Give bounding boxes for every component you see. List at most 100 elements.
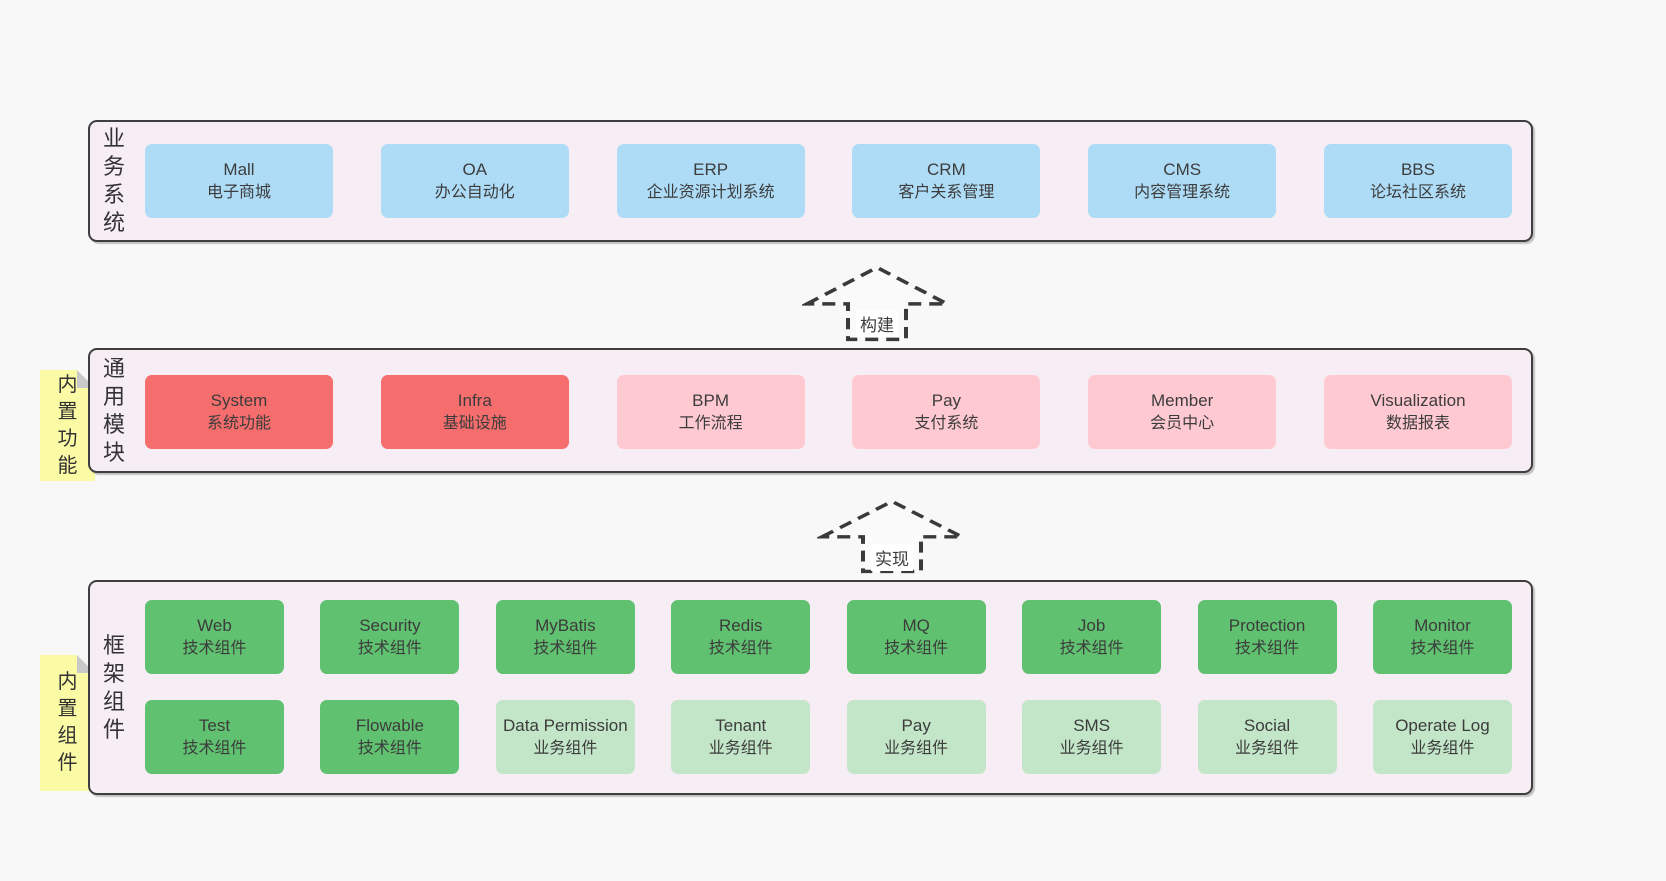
- box-subtitle: 工作流程: [678, 414, 743, 432]
- box-subtitle: 技术组件: [884, 639, 949, 657]
- box-web: Web 技术组件: [145, 600, 284, 674]
- box-job: Job 技术组件: [1022, 600, 1162, 674]
- box-title: Tenant: [715, 715, 767, 735]
- band-common-modules: 通用模块 System 系统功能 Infra 基础设施 BPM 工作流程 Pay…: [88, 348, 1533, 473]
- box-title: MyBatis: [535, 615, 596, 635]
- box-title: Infra: [457, 390, 492, 410]
- box-title: Social: [1243, 715, 1291, 735]
- box-sms: SMS 业务组件: [1022, 700, 1162, 774]
- framework-components-row-1: Web 技术组件 Security 技术组件 MyBatis 技术组件 Redi…: [145, 600, 1512, 674]
- box-title: Operate Log: [1395, 715, 1490, 735]
- box-subtitle: 业务组件: [1410, 739, 1475, 757]
- arrow-label-build: 构建: [856, 310, 898, 337]
- box-tenant: Tenant 业务组件: [671, 700, 811, 774]
- box-subtitle: 业务组件: [1059, 739, 1124, 757]
- dashed-up-arrow-icon: [817, 499, 967, 574]
- box-erp: ERP 企业资源计划系统: [616, 144, 805, 218]
- dashed-up-arrow-icon: [802, 265, 952, 342]
- band-business-systems: 业务系统 Mall 电子商城 OA 办公自动化 ERP 企业资源计划系统 CRM…: [88, 120, 1533, 242]
- box-title: OA: [462, 159, 488, 179]
- box-title: MQ: [902, 615, 930, 635]
- box-title: Flowable: [355, 715, 424, 735]
- box-mall: Mall 电子商城: [145, 144, 333, 218]
- box-title: System: [210, 390, 268, 410]
- band-label-framework-components: 框架组件: [102, 632, 125, 742]
- box-system: System 系统功能: [145, 375, 333, 449]
- box-bbs: BBS 论坛社区系统: [1323, 144, 1512, 218]
- box-test: Test 技术组件: [145, 700, 284, 774]
- arrow-label-implement: 实现: [871, 544, 913, 571]
- box-subtitle: 业务组件: [1235, 739, 1300, 757]
- box-subtitle: 技术组件: [1235, 639, 1300, 657]
- box-title: Web: [197, 615, 232, 635]
- sticky-note-label: 内置组件: [57, 671, 78, 774]
- box-member: Member 会员中心: [1088, 375, 1277, 449]
- band-label-common-modules: 通用模块: [102, 355, 125, 465]
- box-crm: CRM 客户关系管理: [852, 144, 1041, 218]
- box-monitor: Monitor 技术组件: [1372, 600, 1512, 674]
- arrow-implement: 实现: [817, 498, 967, 574]
- box-title: Monitor: [1414, 615, 1471, 635]
- box-security: Security 技术组件: [320, 600, 460, 674]
- box-title: Pay: [901, 715, 931, 735]
- sticky-note-label: 内置功能: [57, 373, 78, 477]
- box-subtitle: 技术组件: [533, 639, 598, 657]
- box-data-permission: Data Permission 业务组件: [495, 700, 635, 774]
- box-social: Social 业务组件: [1197, 700, 1337, 774]
- box-subtitle: 技术组件: [1059, 639, 1124, 657]
- box-title: ERP: [693, 159, 729, 179]
- business-systems-row: Mall 电子商城 OA 办公自动化 ERP 企业资源计划系统 CRM 客户关系…: [145, 144, 1512, 218]
- box-redis: Redis 技术组件: [671, 600, 811, 674]
- box-subtitle: 内容管理系统: [1134, 183, 1231, 201]
- box-subtitle: 技术组件: [182, 739, 247, 757]
- box-title: Redis: [719, 615, 763, 635]
- box-title: Data Permission: [502, 715, 628, 735]
- box-cms: CMS 内容管理系统: [1088, 144, 1277, 218]
- box-mybatis: MyBatis 技术组件: [495, 600, 635, 674]
- box-title: Protection: [1228, 615, 1306, 635]
- box-title: Mall: [223, 159, 255, 179]
- box-title: Test: [198, 715, 231, 735]
- box-operate-log: Operate Log 业务组件: [1372, 700, 1512, 774]
- box-infra: Infra 基础设施: [380, 375, 569, 449]
- box-subtitle: 基础设施: [442, 414, 507, 432]
- sticky-note-built-in-features: 内置功能: [40, 370, 95, 481]
- box-subtitle: 技术组件: [357, 639, 422, 657]
- box-subtitle: 企业资源计划系统: [646, 183, 775, 201]
- box-title: Job: [1077, 615, 1106, 635]
- box-subtitle: 业务组件: [884, 739, 949, 757]
- box-protection: Protection 技术组件: [1197, 600, 1337, 674]
- box-title: Security: [359, 615, 421, 635]
- box-mq: MQ 技术组件: [846, 600, 986, 674]
- band-framework-components: 框架组件 Web 技术组件 Security 技术组件 MyBatis 技术组件…: [88, 580, 1533, 795]
- box-title: SMS: [1073, 715, 1111, 735]
- common-modules-row: System 系统功能 Infra 基础设施 BPM 工作流程 Pay 支付系统…: [145, 375, 1512, 449]
- box-subtitle: 业务组件: [708, 739, 773, 757]
- band-label-business-systems: 业务系统: [102, 126, 125, 235]
- framework-components-row-2: Test 技术组件 Flowable 技术组件 Data Permission …: [145, 700, 1512, 774]
- box-subtitle: 技术组件: [1410, 639, 1475, 657]
- box-subtitle: 数据报表: [1385, 414, 1450, 432]
- box-subtitle: 系统功能: [206, 414, 271, 432]
- box-subtitle: 会员中心: [1150, 414, 1215, 432]
- box-subtitle: 论坛社区系统: [1369, 183, 1466, 201]
- box-subtitle: 业务组件: [533, 739, 598, 757]
- box-flowable: Flowable 技术组件: [320, 700, 460, 774]
- box-pay-component: Pay 业务组件: [846, 700, 986, 774]
- box-subtitle: 支付系统: [914, 414, 979, 432]
- box-subtitle: 电子商城: [206, 183, 271, 201]
- box-subtitle: 技术组件: [357, 739, 422, 757]
- box-title: Member: [1151, 390, 1214, 410]
- box-bpm: BPM 工作流程: [616, 375, 805, 449]
- box-title: CRM: [927, 159, 966, 179]
- box-pay: Pay 支付系统: [852, 375, 1041, 449]
- box-title: Visualization: [1370, 390, 1466, 410]
- box-title: Pay: [931, 390, 962, 410]
- box-subtitle: 技术组件: [708, 639, 773, 657]
- arrow-build: 构建: [802, 264, 952, 342]
- sticky-note-built-in-components: 内置组件: [40, 655, 95, 791]
- box-visualization: Visualization 数据报表: [1323, 375, 1512, 449]
- box-oa: OA 办公自动化: [380, 144, 569, 218]
- box-subtitle: 客户关系管理: [898, 183, 995, 201]
